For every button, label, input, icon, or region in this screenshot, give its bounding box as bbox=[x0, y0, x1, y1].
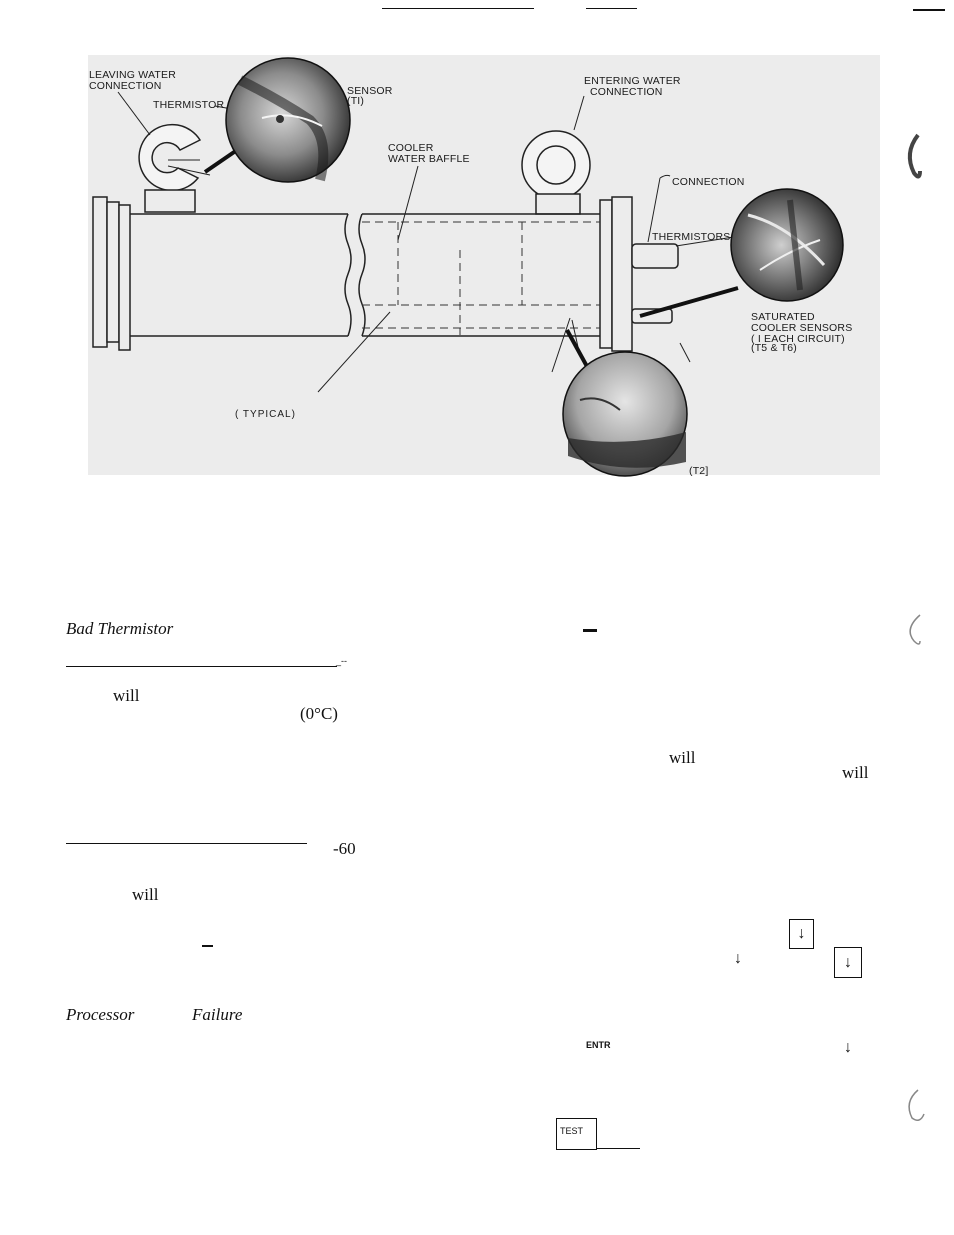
entering-water-connection bbox=[521, 130, 591, 215]
left-word-will-1: will bbox=[113, 686, 140, 705]
heading-bad-thermistor: Bad Thermistor bbox=[66, 619, 174, 638]
label-water-baffle: WATER BAFFLE bbox=[388, 153, 470, 165]
down-arrow-icon: ↓ bbox=[734, 950, 742, 967]
internal-dashed-lines bbox=[362, 221, 600, 335]
label-typical: ( TYPICAL) bbox=[235, 409, 296, 420]
label-saturated-4: (T5 & T6) bbox=[751, 342, 797, 354]
margin-marks bbox=[907, 133, 925, 1121]
label-thermistors: THERMISTORS bbox=[652, 231, 731, 243]
down-arrow-key-1: ↓ bbox=[789, 919, 814, 949]
heading-processor: Processor bbox=[66, 1005, 135, 1024]
down-arrow-icon: ↓ bbox=[844, 1039, 852, 1056]
label-saturated-3: ( I EACH CIRCUIT) bbox=[751, 333, 845, 345]
cooler-diagram bbox=[88, 55, 880, 477]
left-dash bbox=[202, 945, 213, 947]
label-t2: (T2] bbox=[689, 465, 709, 477]
leaving-water-connection bbox=[138, 123, 211, 213]
left-word-will-2: will bbox=[132, 885, 159, 904]
label-saturated-1: SATURATED bbox=[751, 311, 815, 323]
rule-mark: _-- bbox=[336, 656, 347, 666]
left-rule-2 bbox=[66, 843, 307, 844]
label-saturated-2: COOLER SENSORS bbox=[751, 322, 853, 334]
cooler-shell bbox=[92, 196, 679, 352]
down-arrow-key-2: ↓ bbox=[834, 947, 862, 978]
label-leaving-water-1: LEAVING WATER bbox=[89, 69, 176, 81]
label-entering-water-1: ENTERING WATER bbox=[584, 75, 681, 87]
key-test: TEST bbox=[556, 1118, 597, 1150]
key-test-label: TEST bbox=[560, 1126, 584, 1136]
test-underline bbox=[597, 1148, 640, 1149]
photo-inset-t1 bbox=[225, 57, 351, 183]
label-connection: CONNECTION bbox=[672, 176, 745, 188]
right-word-will-1: will bbox=[669, 748, 696, 767]
right-dash bbox=[583, 629, 597, 632]
label-leaving-water-2: CONNECTION bbox=[89, 80, 162, 92]
label-sensor-1: SENSOR bbox=[347, 85, 393, 97]
left-minus-60: -60 bbox=[333, 839, 356, 858]
left-rule-1 bbox=[66, 666, 337, 667]
header-rule-left bbox=[382, 8, 534, 9]
corner-mark bbox=[913, 9, 945, 11]
label-cooler: COOLER bbox=[388, 142, 434, 154]
heading-failure: Failure bbox=[192, 1005, 243, 1024]
label-sensor-2: (TI) bbox=[347, 95, 365, 107]
right-word-will-2: will bbox=[842, 763, 869, 782]
label-thermistor: THERMISTOR bbox=[153, 99, 225, 111]
leader-lines bbox=[117, 91, 741, 393]
photo-inset-t5-t6 bbox=[730, 188, 844, 302]
left-temp-0c: (0°C) bbox=[300, 704, 338, 723]
down-arrow-icon: ↓ bbox=[797, 925, 806, 942]
label-entering-water-2: CONNECTION bbox=[590, 86, 663, 98]
photo-inset-t2 bbox=[562, 351, 688, 477]
header-rule-right bbox=[586, 8, 637, 9]
down-arrow-icon: ↓ bbox=[844, 954, 852, 971]
key-entr-label: ENTR bbox=[586, 1040, 611, 1050]
